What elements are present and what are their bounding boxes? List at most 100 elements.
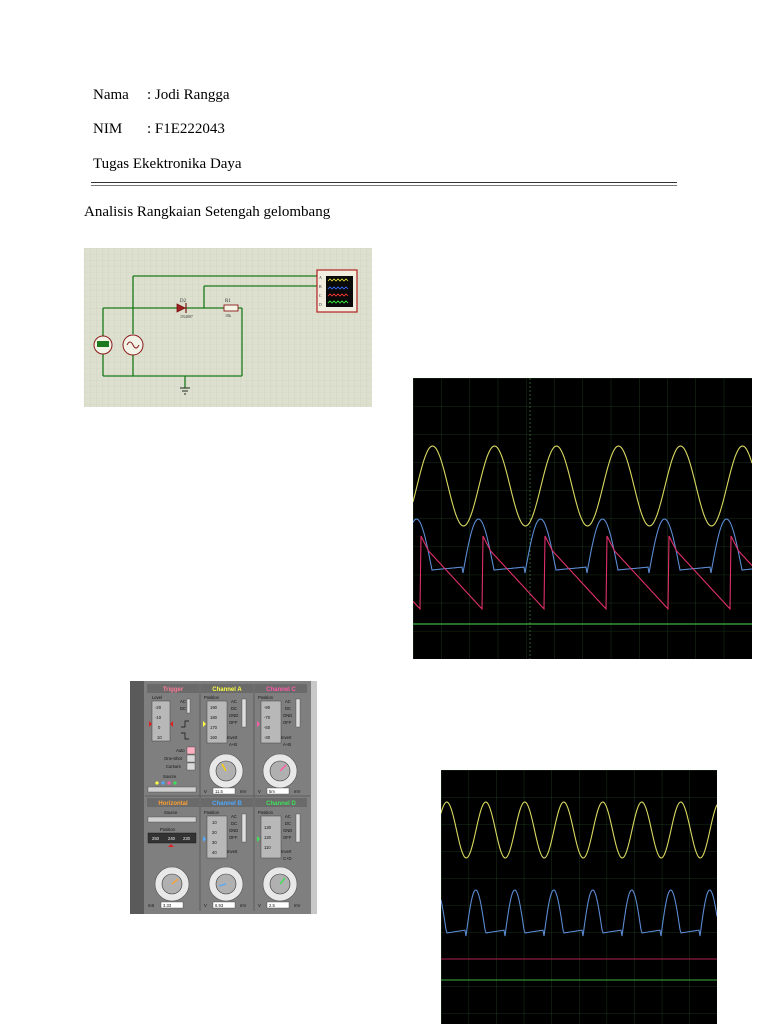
channel-d-position-label: Position <box>258 810 274 815</box>
oscilloscope-screen-2 <box>441 770 717 1024</box>
channel-d-gnd: GND <box>283 828 292 833</box>
channel-c-trace <box>413 535 752 611</box>
channel-a-dc: DC <box>231 706 237 711</box>
header-divider-thin <box>91 185 677 186</box>
channel-c-position-label: Position <box>258 695 274 700</box>
channel-a-gnd: GND <box>229 713 238 718</box>
channel-c-scale-2: -50 <box>264 725 271 730</box>
ac-source <box>122 334 144 356</box>
horizontal-source-label: Source <box>164 810 178 815</box>
section-title: Analisis Rangkaian Setengah gelombang <box>84 204 331 220</box>
channel-c-invert: Invert <box>281 735 292 740</box>
channel-b-scale-1: 20 <box>212 830 217 835</box>
channel-b-ac: AC <box>231 814 237 819</box>
trigger-scale-3: 10 <box>157 735 162 740</box>
channel-b-invert: Invert <box>227 849 238 854</box>
channel-b-off: OFF <box>229 835 238 840</box>
channel-b-scale-3: 40 <box>212 850 217 855</box>
channel-c-ac: AC <box>285 699 291 704</box>
oscilloscope-screen-1 <box>413 378 752 659</box>
channel-a-value: 11.5 <box>215 789 224 794</box>
channel-b-v-label: V <box>204 903 207 908</box>
trigger-scale-0: -20 <box>155 705 162 710</box>
horizontal-position-label: Position <box>160 827 176 832</box>
channel-c-aplusb: A+B <box>283 742 291 747</box>
trigger-scale-1: -10 <box>155 715 162 720</box>
oscilloscope-block: A B C D <box>316 269 358 313</box>
channel-c-scale-1: -70 <box>264 715 271 720</box>
trigger-dc-label: DC <box>180 706 186 711</box>
scope-pin-c: C <box>319 293 322 298</box>
channel-b-scale-2: 30 <box>212 840 217 845</box>
course-title: Tugas Ekektronika Daya <box>93 156 242 172</box>
name-value: : Jodi Rangga <box>147 87 230 103</box>
cursors-button[interactable] <box>186 762 196 771</box>
channel-c-value: 5m <box>269 789 275 794</box>
scope-pin-a: A <box>319 275 322 280</box>
channel-a-invert: Invert <box>227 735 238 740</box>
name-row: Nama: Jodi Rangga <box>93 86 230 104</box>
trigger-auto-label: Auto <box>176 748 185 753</box>
scope-pin-b: B <box>319 284 322 289</box>
channel-a-title: Channel A <box>212 687 242 693</box>
channel-c-scale-0: -90 <box>264 705 271 710</box>
channel-c-off: OFF <box>283 720 292 725</box>
trigger-title: Trigger <box>163 687 184 693</box>
channel-a-trace <box>413 445 752 527</box>
horizontal-scale-2: 230 <box>183 836 191 841</box>
channel-c-gnd: GND <box>283 713 292 718</box>
channel-d-invert: Invert <box>281 849 292 854</box>
channel-b-dc: DC <box>231 821 237 826</box>
channel-a-scale-2: 170 <box>210 725 218 730</box>
channel-a-position-label: Position <box>204 695 220 700</box>
horizontal-title: Horizontal <box>158 801 188 807</box>
oscilloscope-control-panel: Trigger Channel A Channel C Horizontal C… <box>130 681 317 914</box>
channel-d-off: OFF <box>283 835 292 840</box>
trigger-oneshot-label: One-Shot <box>164 756 183 761</box>
trigger-scale-2: 0 <box>158 725 161 730</box>
channel-a-scale-3: 160 <box>210 735 218 740</box>
channel-c-scale-3: -30 <box>264 735 271 740</box>
channel-b-trace <box>413 518 752 574</box>
channel-b-position-label: Position <box>204 810 220 815</box>
diode: D2 1N4007 <box>176 299 193 319</box>
channel-a-v-label: V <box>204 789 207 794</box>
trigger-level-label: Level <box>152 695 162 700</box>
channel-c-v-label: V <box>258 789 261 794</box>
channel-a-off: OFF <box>229 720 238 725</box>
resistor: R1 10k <box>223 299 239 318</box>
channel-a-unit: mV <box>240 789 246 794</box>
horizontal-scale-1: 240 <box>168 836 176 841</box>
horizontal-scale-0: 250 <box>152 836 160 841</box>
channel-c-dc: DC <box>285 706 291 711</box>
diode-label: D2 <box>180 299 187 304</box>
resistor-label: R1 <box>225 299 231 304</box>
diode-part: 1N4007 <box>180 314 193 319</box>
channel-d-scale-1: 120 <box>264 835 272 840</box>
channel-b-gnd: GND <box>229 828 238 833</box>
resistor-value: 10k <box>225 313 231 318</box>
nim-label: NIM <box>93 121 123 137</box>
ground-symbol <box>180 387 190 395</box>
channel-d-scale-0: 130 <box>264 825 272 830</box>
trigger-ac-label: AC <box>180 699 186 704</box>
scope-pin-d: D <box>319 302 322 307</box>
horizontal-unit: mS <box>148 903 154 908</box>
channel-c-title: Channel C <box>266 687 296 693</box>
channel-d-value: 2.5 <box>269 903 275 908</box>
channel-b-unit: mV <box>240 903 246 908</box>
channel-c-unit: mV <box>294 789 300 794</box>
channel-a-scale-0: 190 <box>210 705 218 710</box>
trigger-source-label: Source <box>163 774 177 779</box>
voltmeter <box>93 335 113 355</box>
channel-a-scale-1: 180 <box>210 715 218 720</box>
channel-d-unit: mV <box>294 903 300 908</box>
channel-a-trace <box>441 801 717 859</box>
channel-d-dc: DC <box>285 821 291 826</box>
one-shot-button[interactable] <box>186 754 196 763</box>
channel-d-v-label: V <box>258 903 261 908</box>
channel-b-trace <box>441 889 717 937</box>
auto-button[interactable] <box>186 746 196 755</box>
nim-row: NIM: F1E222043 <box>93 120 225 138</box>
channel-d-ac: AC <box>285 814 291 819</box>
